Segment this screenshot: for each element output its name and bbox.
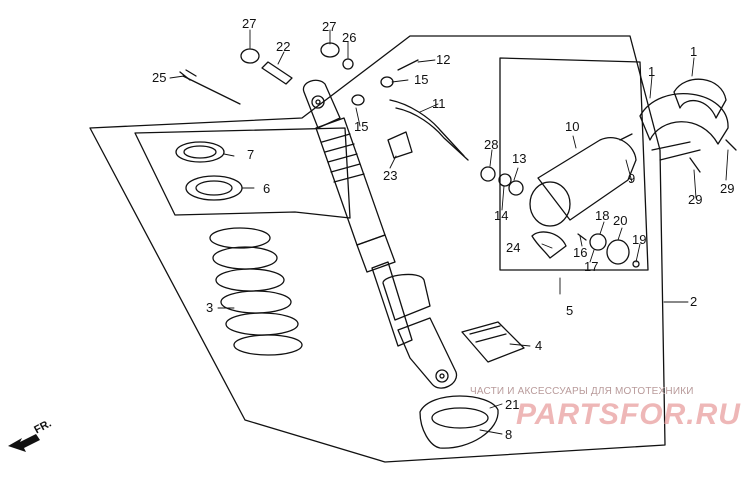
callout-29: 29 [688,192,703,207]
bolt-29a [689,157,701,173]
callout-26: 26 [342,30,357,45]
washer-15a [380,76,394,88]
callout-17: 17 [584,259,599,274]
callout-1: 1 [690,44,698,59]
callout-20: 20 [613,213,628,228]
callout-18: 18 [595,208,610,223]
cap-26 [342,58,354,70]
nut-28 [480,166,496,182]
callout-10: 10 [565,119,580,134]
callout-27: 27 [242,16,257,31]
lock-nut [175,141,225,163]
group-outline-2 [89,35,666,463]
callout-27: 27 [322,19,337,34]
spring-seat [419,395,499,449]
cap-20 [606,239,630,265]
callout-13: 13 [512,151,527,166]
watermark-tagline: ЧАСТИ И АКСЕССУАРЫ ДЛЯ МОТОТЕХНИКИ [470,386,694,397]
part-24 [531,231,567,259]
callout-1: 1 [648,64,656,79]
callout-16: 16 [573,245,588,260]
washer-27a [240,48,260,64]
callout-4: 4 [535,338,543,353]
front-direction-arrow [8,434,40,452]
o-ring-18 [589,233,607,251]
o-ring-13 [508,180,524,196]
callout-25: 25 [152,70,167,85]
callout-23: 23 [383,168,398,183]
guard-plate [461,321,525,363]
bolt-29b [725,139,737,151]
clamp-bands [639,78,729,161]
washer-15b [351,94,365,106]
coil-spring [209,227,303,356]
callout-19: 19 [632,232,647,247]
callout-7: 7 [247,147,255,162]
callout-5: 5 [566,303,574,318]
reservoir [529,133,637,227]
group-outline-5 [499,57,649,271]
watermark-brand: PARTSFOR.RU [516,398,741,431]
callout-14: 14 [494,208,509,223]
callout-24: 24 [506,240,521,255]
callout-6: 6 [263,181,271,196]
pin-22 [261,61,293,85]
callout-8: 8 [505,427,513,442]
bolt-25 [182,75,241,105]
group-outline-spring [134,127,351,219]
shock-absorber [302,79,458,389]
callout-28: 28 [484,137,499,152]
screw-16 [577,233,587,241]
washer-27b [320,42,340,58]
o-ring-14 [498,173,512,187]
callout-12: 12 [436,52,451,67]
callout-15: 15 [414,72,429,87]
callout-9: 9 [628,171,636,186]
bushing-23 [387,131,413,159]
adjuster-nut [185,175,243,201]
callout-22: 22 [276,39,291,54]
callout-21: 21 [505,397,520,412]
callout-2: 2 [690,294,698,309]
hose-11 [389,99,465,157]
callout-15: 15 [354,119,369,134]
callout-29: 29 [720,181,735,196]
callout-11: 11 [432,96,446,111]
bolt-12 [397,59,419,71]
callout-3: 3 [206,300,214,315]
